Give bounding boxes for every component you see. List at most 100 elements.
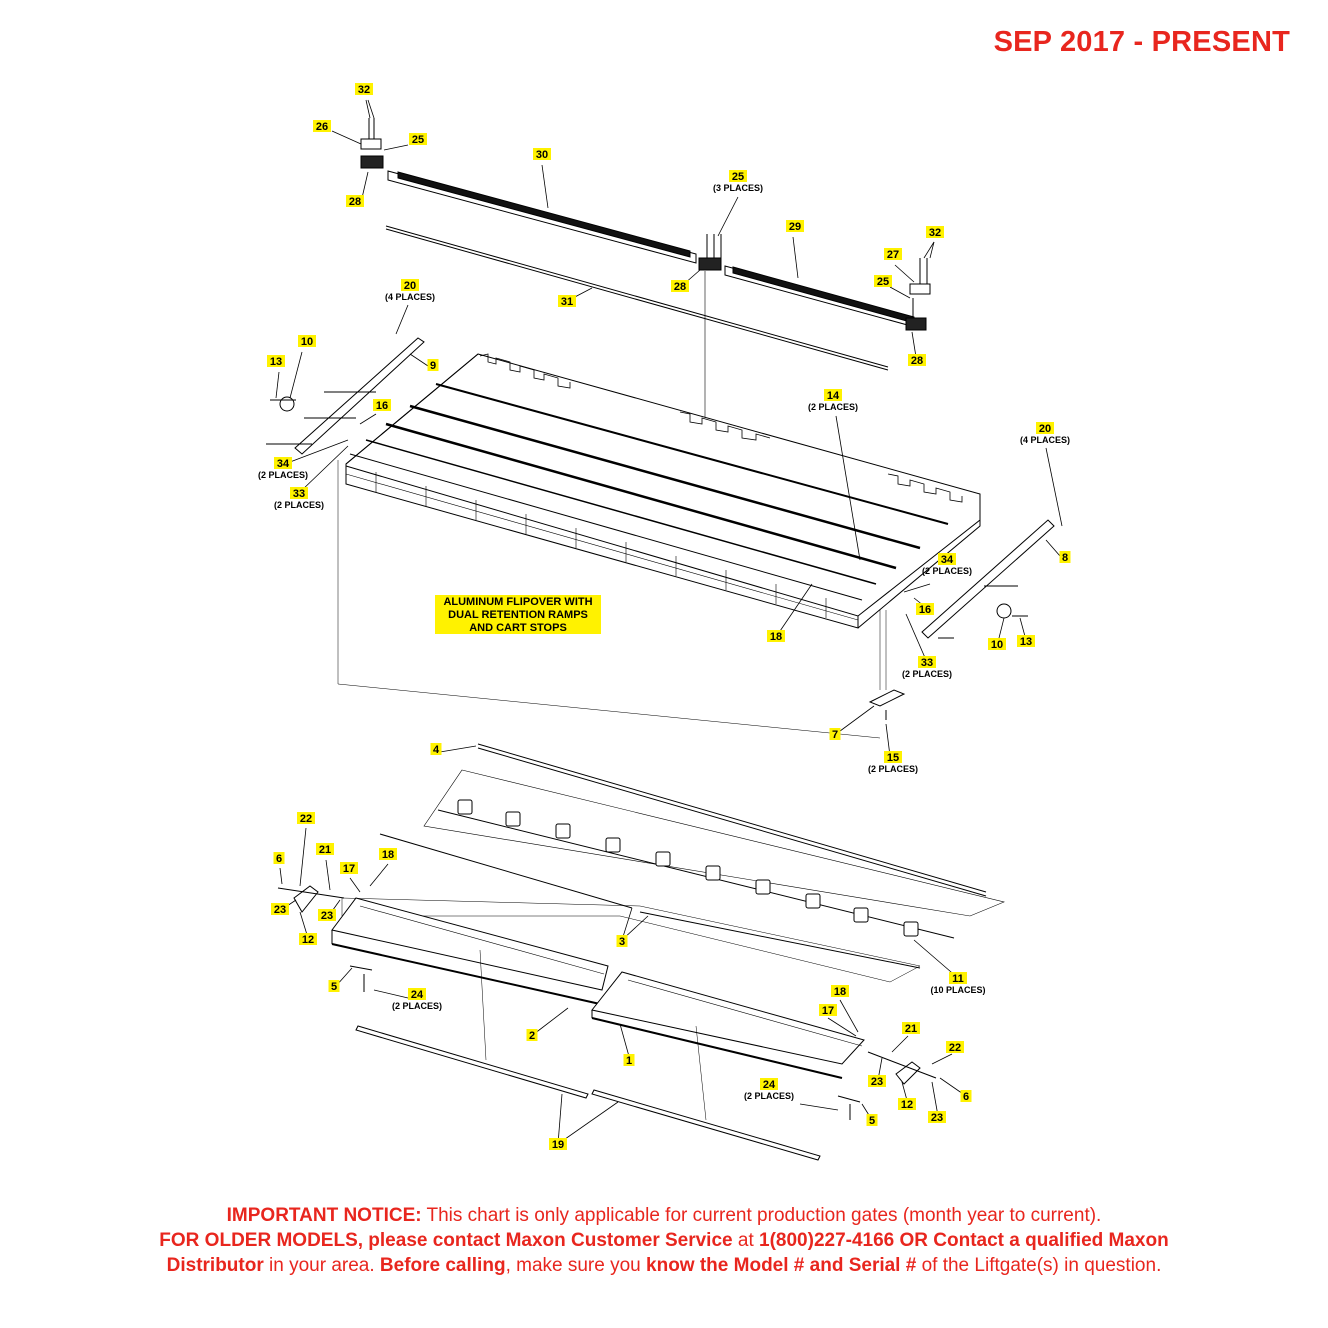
callout-32: 32 xyxy=(926,226,944,239)
callout-26: 26 xyxy=(313,120,331,133)
callout-12: 12 xyxy=(898,1098,916,1111)
callout-13: 13 xyxy=(267,355,285,368)
exploded-parts-diagram: ALUMINUM FLIPOVER WITH DUAL RETENTION RA… xyxy=(258,83,1071,1161)
callout-number: 1 xyxy=(626,1055,632,1067)
callout-places: (2 PLACES) xyxy=(922,566,972,576)
callout-28: 28 xyxy=(671,280,689,293)
callout-4: 4 xyxy=(430,743,442,756)
end-blocks xyxy=(360,118,931,520)
callout-places: (2 PLACES) xyxy=(808,402,858,412)
notice-line-1: IMPORTANT NOTICE: This chart is only app… xyxy=(226,1205,1102,1226)
callout-number: 29 xyxy=(789,221,801,233)
callout-places: (2 PLACES) xyxy=(868,764,918,774)
side-plate-9 xyxy=(266,337,425,455)
callout-number: 13 xyxy=(1020,636,1032,648)
svg-text:DUAL RETENTION RAMPS: DUAL RETENTION RAMPS xyxy=(448,609,588,621)
callout-23: 23 xyxy=(318,909,336,922)
callout-number: 10 xyxy=(991,639,1003,651)
side-plate-8 xyxy=(921,519,1055,639)
callout-places: (2 PLACES) xyxy=(274,500,324,510)
callout-34: 34(2 PLACES) xyxy=(922,553,972,576)
ramp-plate-2 xyxy=(331,897,609,1061)
callout-number: 18 xyxy=(770,631,782,643)
callout-23: 23 xyxy=(928,1111,946,1124)
callout-number: 6 xyxy=(276,853,282,865)
ramp-plate-1 xyxy=(591,971,865,1121)
callout-number: 30 xyxy=(536,149,548,161)
callout-number: 27 xyxy=(887,249,899,261)
callout-places: (2 PLACES) xyxy=(258,470,308,480)
callout-number: 23 xyxy=(321,910,333,922)
callout-number: 15 xyxy=(887,752,899,764)
callout-number: 5 xyxy=(869,1115,875,1127)
callout-33: 33(2 PLACES) xyxy=(902,656,952,679)
svg-text:AND CART STOPS: AND CART STOPS xyxy=(469,622,567,634)
callout-34: 34(2 PLACES) xyxy=(258,457,308,480)
callout-33: 33(2 PLACES) xyxy=(274,487,324,510)
callout-28: 28 xyxy=(908,354,926,367)
callout-number: 21 xyxy=(905,1023,917,1035)
important-notice: IMPORTANT NOTICE: This chart is only app… xyxy=(0,1203,1328,1278)
callout-29: 29 xyxy=(786,220,804,233)
callout-14: 14(2 PLACES) xyxy=(808,389,858,412)
callout-21: 21 xyxy=(902,1022,920,1035)
callout-number: 25 xyxy=(877,276,889,288)
callout-12: 12 xyxy=(299,933,317,946)
callout-number: 17 xyxy=(343,863,355,875)
callout-number: 9 xyxy=(430,360,436,372)
callout-number: 19 xyxy=(552,1139,564,1151)
callout-number: 20 xyxy=(1039,423,1051,435)
callout-number: 7 xyxy=(832,729,838,741)
callout-24: 24(2 PLACES) xyxy=(392,988,442,1011)
callout-27: 27 xyxy=(884,248,902,261)
callout-number: 33 xyxy=(921,657,933,669)
callout-22: 22 xyxy=(297,812,315,825)
callout-number: 5 xyxy=(331,981,337,993)
callout-number: 16 xyxy=(919,604,931,616)
callout-number: 18 xyxy=(834,986,846,998)
callout-6: 6 xyxy=(273,852,285,865)
callout-22: 22 xyxy=(946,1041,964,1054)
callout-16: 16 xyxy=(373,399,391,412)
callout-number: 31 xyxy=(561,296,573,308)
callout-28: 28 xyxy=(346,195,364,208)
callout-2: 2 xyxy=(526,1029,538,1042)
top-ramp-30 xyxy=(387,170,697,264)
hinge-knuckles-11 xyxy=(457,799,919,937)
callout-number: 34 xyxy=(941,554,954,566)
hinge-plate xyxy=(423,769,1005,939)
callout-25: 25(3 PLACES) xyxy=(713,170,763,193)
callout-number: 2 xyxy=(529,1030,535,1042)
top-ramp-29 xyxy=(724,265,923,330)
callout-18: 18 xyxy=(767,630,785,643)
callout-places: (4 PLACES) xyxy=(385,292,435,302)
callout-17: 17 xyxy=(819,1004,837,1017)
callout-number: 12 xyxy=(302,934,314,946)
callout-32: 32 xyxy=(355,83,373,96)
callout-number: 22 xyxy=(300,813,312,825)
callout-25: 25 xyxy=(874,275,892,288)
callout-8: 8 xyxy=(1059,551,1071,564)
callout-number: 28 xyxy=(349,196,361,208)
callout-places: (2 PLACES) xyxy=(392,1001,442,1011)
callout-number: 32 xyxy=(929,227,941,239)
callout-number: 18 xyxy=(382,849,394,861)
callout-number: 11 xyxy=(952,973,964,985)
callout-5: 5 xyxy=(328,980,340,993)
rod-31 xyxy=(385,225,889,371)
callout-21: 21 xyxy=(316,843,334,856)
callout-25: 25 xyxy=(409,133,427,146)
callout-number: 10 xyxy=(301,336,313,348)
callout-23: 23 xyxy=(868,1075,886,1088)
rod-4 xyxy=(477,743,987,897)
callout-number: 33 xyxy=(293,488,305,500)
callout-number: 23 xyxy=(871,1076,883,1088)
callout-places: (10 PLACES) xyxy=(930,985,985,995)
date-range-title: SEP 2017 - PRESENT xyxy=(993,26,1290,58)
callout-1: 1 xyxy=(623,1054,635,1067)
callout-11: 11(10 PLACES) xyxy=(930,972,986,995)
leader-lines xyxy=(275,99,1063,1145)
callout-6: 6 xyxy=(960,1090,972,1103)
aluminum-flipover xyxy=(337,353,981,739)
